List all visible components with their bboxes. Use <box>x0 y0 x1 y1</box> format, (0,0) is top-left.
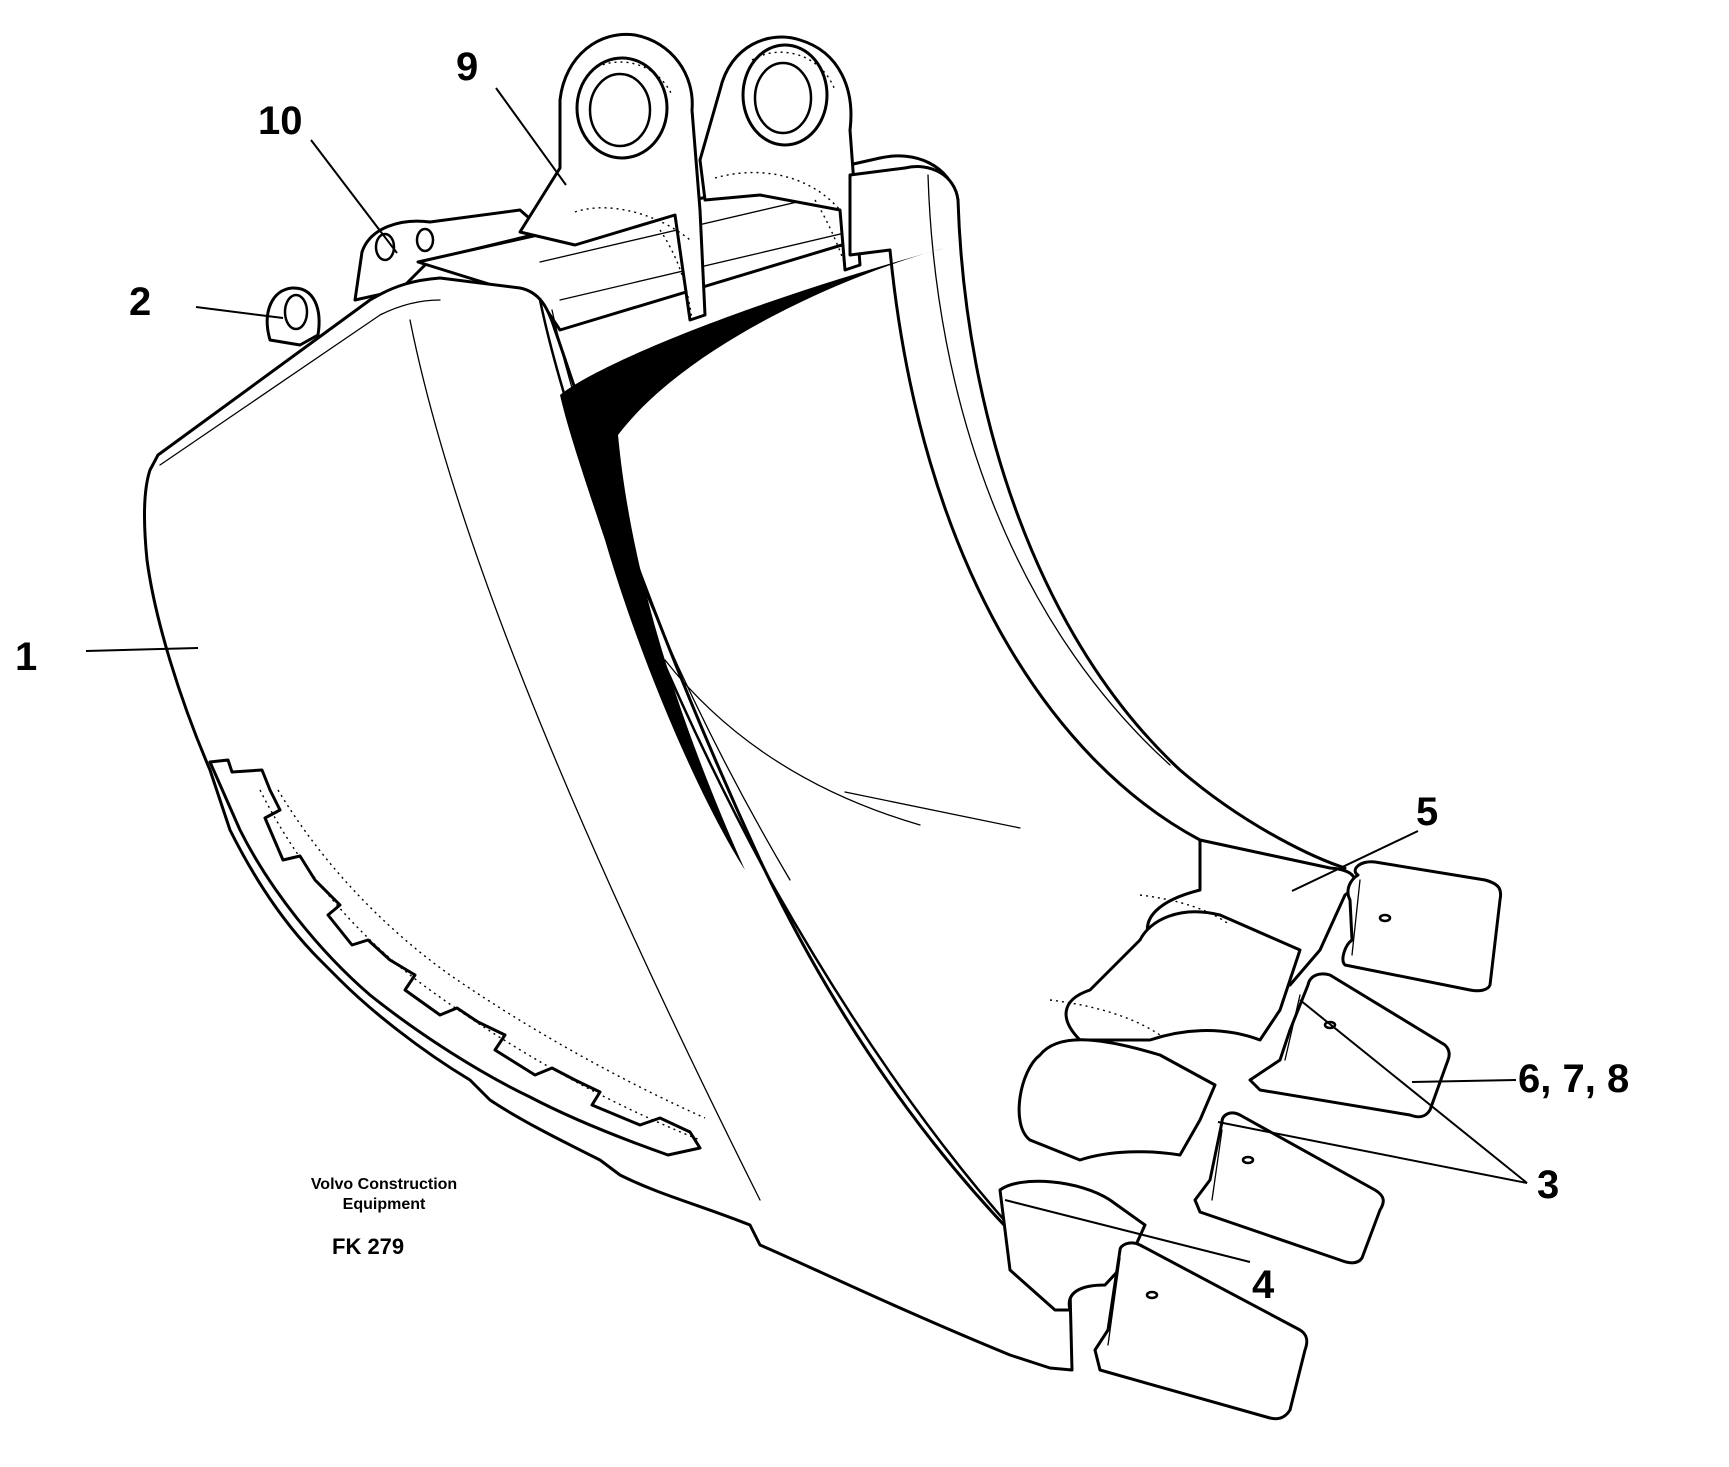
tooth-3 <box>1193 1111 1385 1265</box>
cutting-edge <box>998 838 1357 1312</box>
lifting-eye <box>265 286 321 347</box>
tooth-4 <box>1093 1241 1309 1421</box>
callout-1: 1 <box>15 635 37 679</box>
interior-shadow <box>560 248 945 870</box>
callout-4: 4 <box>1252 1263 1275 1307</box>
bucket-right-side <box>848 165 1347 882</box>
tooth-1 <box>1341 860 1503 993</box>
callout-2: 2 <box>129 280 151 324</box>
callout-10: 10 <box>258 99 303 143</box>
callout-6-7-8: 6, 7, 8 <box>1518 1057 1629 1101</box>
mounting-lug-rear <box>698 35 862 272</box>
interior-contour <box>664 659 1021 829</box>
figure-code: FK 279 <box>332 1234 404 1259</box>
base-wear-strip <box>208 758 706 1157</box>
callout-9: 9 <box>456 45 478 89</box>
leader-lines <box>85 87 1528 1263</box>
mounting-lug-front <box>518 32 707 322</box>
caption-line-1: Volvo Construction <box>311 1176 457 1193</box>
callout-5: 5 <box>1416 790 1438 834</box>
callout-3: 3 <box>1537 1163 1559 1207</box>
caption-line-2: Equipment <box>343 1196 426 1213</box>
